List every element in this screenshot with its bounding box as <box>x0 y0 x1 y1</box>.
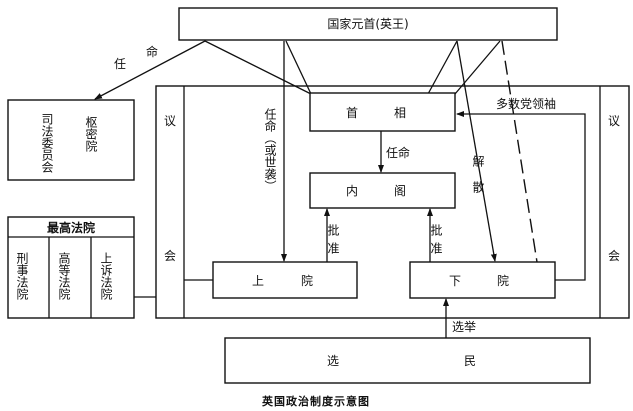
supreme-court-node: 最高法院 刑事法院 高等法院 上诉法院 <box>7 216 135 319</box>
cabinet-node: 内 阁 <box>309 172 456 209</box>
majority-leader-label: 多数党领袖 <box>496 96 556 111</box>
commons-label-2: 院 <box>497 274 509 288</box>
privy-council-label: 枢密院 <box>84 115 98 152</box>
pm-label-2: 相 <box>394 106 406 120</box>
lords-label-2: 院 <box>301 274 313 288</box>
parliament-frame: 议 会 议 会 <box>155 85 630 319</box>
commons-label-1: 下 <box>449 274 461 288</box>
appoint-lords-label: 任命（或世袭） <box>263 108 277 192</box>
monarch-node: 国家元首(英王) <box>178 7 558 41</box>
elect-label: 选举 <box>452 320 476 334</box>
appoint-cabinet-label: 任命 <box>386 145 410 160</box>
majority-leader-arrow <box>456 111 586 281</box>
monarch-label: 国家元首(英王) <box>327 16 408 31</box>
monarch-pm-link <box>285 40 312 95</box>
dissolve-arrow <box>456 40 497 262</box>
monarch-pm-link <box>204 40 312 95</box>
appoint-privy-label-2: 命 <box>146 44 158 59</box>
parliament-label-left-top: 议 <box>164 114 176 128</box>
parliament-label-right-bottom: 会 <box>608 249 620 263</box>
parliament-label-right-top: 议 <box>608 114 620 128</box>
cabinet-label-1: 内 <box>346 184 358 198</box>
approve-commons-label: 批准 <box>429 223 443 260</box>
lords-label-1: 上 <box>252 274 264 288</box>
supreme-court-label: 最高法院 <box>47 220 95 235</box>
cabinet-label-2: 阁 <box>394 184 406 198</box>
dissolve-label: 解散 <box>471 155 485 207</box>
pm-label-1: 首 <box>346 106 358 120</box>
appoint-privy-label-1: 任 <box>114 57 126 71</box>
prime-minister-node: 首 相 <box>309 92 456 132</box>
appoint-privy-arrow <box>94 40 206 100</box>
diagram-caption: 英国政治制度示意图 <box>261 394 370 408</box>
electorate-label-1: 选 <box>327 354 339 368</box>
privy-council-node: 枢密院 司法委员会 <box>7 99 135 181</box>
appeal-court-label: 上诉法院 <box>99 252 113 300</box>
house-of-lords-node: 上 院 <box>212 261 358 299</box>
electorate-label-2: 民 <box>464 354 476 368</box>
monarch-pm-link <box>427 40 458 95</box>
monarch-pm-link <box>454 40 501 95</box>
parliament-label-left-bottom: 会 <box>164 249 176 263</box>
electorate-node: 选 民 <box>224 337 591 384</box>
house-of-commons-node: 下 院 <box>409 261 556 299</box>
dashed-link <box>501 40 538 263</box>
criminal-court-label: 刑事法院 <box>15 252 29 300</box>
high-court-label: 高等法院 <box>57 251 71 300</box>
judicial-committee-label: 司法委员会 <box>40 113 54 174</box>
approve-lords-label: 批准 <box>326 223 340 260</box>
